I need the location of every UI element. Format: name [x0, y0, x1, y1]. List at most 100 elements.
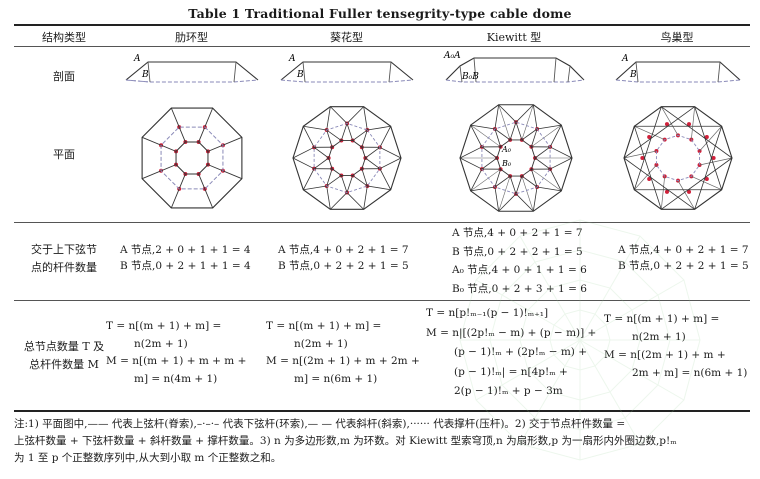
- diag-a-3: [537, 186, 562, 192]
- header-rib: 肋环型: [175, 31, 208, 44]
- diag-b-6: [292, 157, 315, 170]
- spoke-7: [623, 150, 657, 159]
- star-chord-6: [633, 106, 662, 190]
- totals-nest-t-cont: n(2m + 1): [632, 331, 686, 343]
- header-geiger: 葵花型: [330, 31, 363, 44]
- section-kiewitt-label-a: A₀A: [443, 51, 461, 61]
- diag-c-2: [534, 157, 551, 170]
- diag-d-5: [326, 168, 333, 187]
- diag-c-7: [481, 146, 498, 159]
- section-nest: A B: [615, 54, 741, 83]
- totals-rib-t-cont: n(2m + 1): [134, 337, 188, 350]
- rib-4: [170, 173, 186, 209]
- totals-geiger-m-cont: m] = n(6m + 1): [294, 372, 378, 385]
- spoke-4: [677, 180, 695, 210]
- rib-7: [170, 107, 186, 143]
- diag-a-0: [532, 104, 538, 130]
- outer-ring: [292, 106, 402, 210]
- inner-hoop: [655, 134, 701, 182]
- diag-d-6: [481, 157, 498, 170]
- radial-0: [521, 104, 534, 140]
- wm-spoke-2: [579, 339, 641, 445]
- node-inner-7: [654, 148, 659, 153]
- wm-ring-4: [459, 219, 701, 461]
- diag-b-1: [379, 146, 402, 159]
- wm-spoke-5: [475, 339, 581, 401]
- members-kiewitt: A 节点,4 + 0 + 2 + 1 = 7 B 节点,0 + 2 + 2 + …: [452, 224, 587, 298]
- diag-c-3: [531, 169, 538, 188]
- note-line-2: 上弦杆数量 + 下弦杆数量 + 斜杆数量 + 撑杆数量。3) n 为多边形数,m…: [14, 435, 677, 447]
- diag-b-6: [459, 157, 483, 170]
- totals-nest-m: M = n[(2m + 1) + m +: [604, 349, 726, 361]
- diag-d-6: [313, 157, 329, 170]
- plan-bottom-rule: [14, 222, 750, 223]
- totals-geiger: T = n[(m + 1) + m] = n(2m + 1) M = n[(2m…: [266, 318, 420, 388]
- mid-hoop: [313, 122, 381, 194]
- spoke-3: [691, 176, 722, 191]
- section-geiger-label-a: A: [288, 54, 296, 64]
- inner-ring: [328, 140, 366, 176]
- spoke-5: [660, 176, 666, 210]
- diag-a-4: [515, 193, 534, 212]
- members-nest-b: B 节点,0 + 2 + 2 + 1 = 5: [618, 259, 749, 272]
- diag-b-3: [363, 185, 368, 210]
- totals-kiewitt: T = n[p!ₘ₋₁(p − 1)!ₘ₊₁] M = n|[(2p!ₘ − m…: [426, 304, 596, 402]
- inner-ring: [496, 139, 536, 177]
- totals-geiger-t-cont: n(2m + 1): [294, 337, 348, 350]
- radial-6: [470, 168, 501, 192]
- plan-kiewitt-label-a0: A₀: [501, 145, 512, 154]
- members-geiger-a: A 节点,4 + 0 + 2 + 1 = 7: [278, 244, 409, 256]
- radial-4: [521, 176, 534, 212]
- diag-c-4: [515, 175, 523, 194]
- watermark-mesh-graphic: [459, 219, 701, 461]
- wm-spoke-10: [579, 235, 641, 341]
- note-line-1: 注:1) 平面图中,—— 代表上弦杆(脊索),–·–·– 代表下弦杆(环索),—…: [14, 418, 626, 430]
- diag-a-6: [302, 168, 315, 190]
- diag-c-8: [326, 129, 333, 148]
- radial-9: [498, 104, 511, 140]
- spoke-2: [699, 157, 733, 166]
- totals-rib-m: M = n[(m + 1) + m + m +: [106, 355, 247, 367]
- diag-c-5: [494, 175, 511, 188]
- diag-b-2: [549, 168, 562, 192]
- row-label-members-line-1: 交于上下弦节: [31, 243, 97, 256]
- spoke-6: [634, 164, 657, 190]
- totals-rib-m-cont: m] = n(4m + 1): [134, 372, 218, 385]
- diag-d-0: [531, 128, 538, 147]
- node-ring-8: [647, 135, 652, 140]
- section-kiewitt: A₀A B₀B: [443, 51, 585, 83]
- section-geiger: A B: [280, 54, 414, 83]
- diag-d-9: [346, 123, 354, 141]
- members-geiger-b: B 节点,0 + 2 + 2 + 1 = 5: [278, 259, 409, 272]
- inner-ring: [175, 141, 209, 175]
- plan-nest: [623, 106, 733, 210]
- diag-d-4: [340, 175, 348, 193]
- diag-b-0: [537, 124, 562, 130]
- totals-rib: T = n[(m + 1) + m] = n(2m + 1) M = n[(m …: [106, 318, 246, 388]
- radial-3: [531, 168, 562, 192]
- table-title: Table 1 Traditional Fuller tensegrity-ty…: [188, 6, 572, 21]
- wm-ring-1: [549, 309, 611, 371]
- node-ring-9: [664, 122, 669, 127]
- totals-rib-t: T = n[(m + 1) + m] =: [106, 320, 222, 332]
- diag-c-7: [313, 146, 329, 159]
- members-kiewitt-b: B 节点,0 + 2 + 2 + 1 = 5: [452, 245, 583, 258]
- rib-1: [207, 136, 243, 152]
- rib-6: [141, 136, 177, 152]
- radial-8: [470, 124, 501, 148]
- spoke-0: [690, 106, 696, 140]
- totals-nest-t: T = n[(m + 1) + m] =: [604, 313, 720, 325]
- star-chord-4: [623, 157, 695, 210]
- row-label-members: 交于上下弦节 点的杆件数量: [14, 241, 114, 277]
- diag-b-9: [515, 104, 534, 123]
- header-kiewitt: Kiewitt 型: [486, 31, 542, 44]
- diag-c-5: [326, 175, 342, 187]
- diag-c-8: [494, 128, 501, 147]
- diag-b-8: [326, 106, 331, 131]
- members-rib: A 节点,2 + 0 + 1 + 1 = 4 B 节点,0 + 2 + 1 + …: [120, 243, 251, 274]
- diag-d-8: [494, 128, 511, 141]
- row-label-totals-line-1: 总节点数量 T 及: [23, 340, 105, 353]
- totals-kiewitt-m: M = n|[(2p!ₘ − m) + (p − m)] +: [426, 326, 597, 339]
- star-chord-9: [661, 106, 733, 159]
- row-label-totals-line-2: 总杆件数量 M: [29, 358, 99, 371]
